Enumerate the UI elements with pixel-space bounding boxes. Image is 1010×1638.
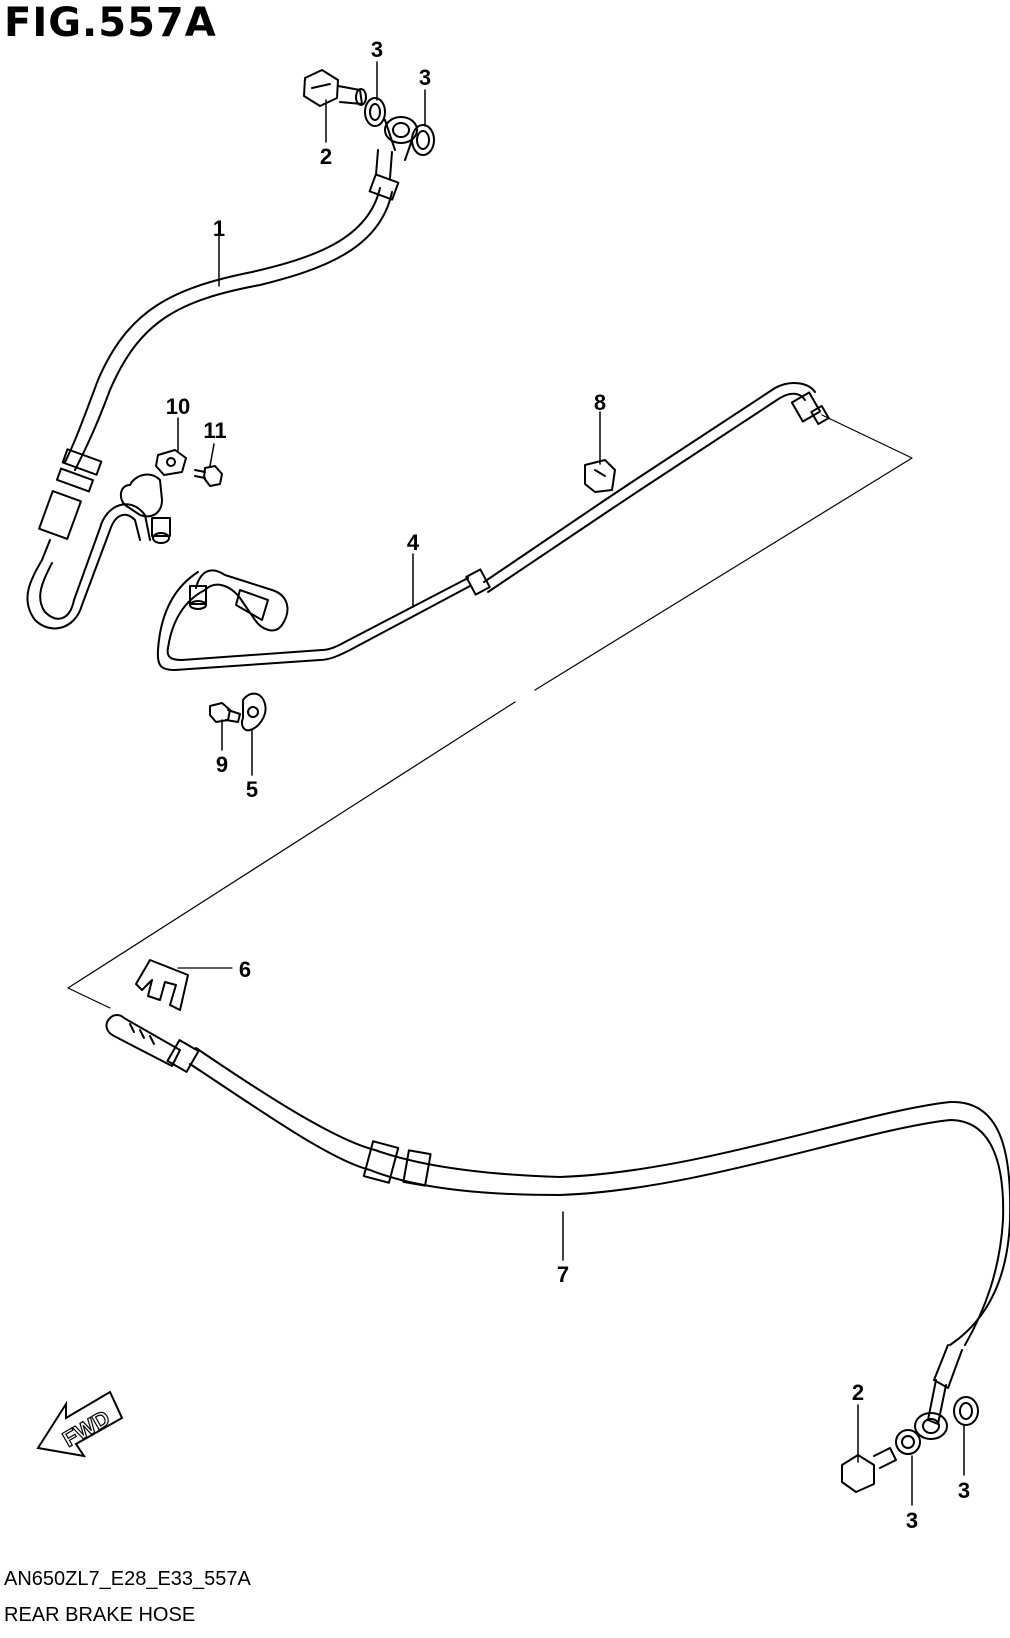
sealing-washer-bottom-b <box>953 1396 979 1426</box>
callout-3-bottom-b: 3 <box>958 1478 970 1503</box>
callout-3-bottom-a: 3 <box>906 1508 918 1533</box>
callout-8: 8 <box>594 390 606 415</box>
callout-7: 7 <box>557 1262 569 1287</box>
bolt-9 <box>209 702 241 723</box>
callout-3-top-b: 3 <box>419 65 431 90</box>
callout-10: 10 <box>166 394 190 419</box>
bolt-11 <box>194 465 223 487</box>
callout-2-top: 2 <box>320 144 332 169</box>
callout-4: 4 <box>407 530 420 555</box>
clamp-8 <box>584 459 616 493</box>
clamp-10 <box>155 449 187 476</box>
leader-lines <box>177 61 965 1506</box>
brake-hose-lower <box>105 1014 1010 1440</box>
brake-pipe <box>156 382 830 671</box>
figure-title: FIG.557A <box>4 0 217 46</box>
callout-9: 9 <box>216 752 228 777</box>
clip-6 <box>135 959 189 1011</box>
clamp-5 <box>240 692 267 732</box>
figure-subtitle: REAR BRAKE HOSE <box>4 1604 196 1626</box>
callout-1: 1 <box>213 216 225 241</box>
sealing-washer-top-a <box>364 97 386 127</box>
callout-6: 6 <box>239 957 251 982</box>
brake-hose-upper <box>26 116 418 630</box>
figure-code: AN650ZL7_E28_E33_557A <box>4 1568 251 1590</box>
sealing-washer-top-b <box>411 124 435 156</box>
guide-lines <box>67 414 913 1009</box>
callout-11: 11 <box>203 418 226 443</box>
sealing-washer-bottom-a <box>895 1429 921 1455</box>
fwd-arrow-icon: FWD <box>36 1390 124 1458</box>
callout-2-bottom: 2 <box>852 1380 864 1405</box>
banjo-bolt-bottom <box>841 1447 897 1493</box>
banjo-bolt-top <box>303 69 367 107</box>
callout-5: 5 <box>246 777 258 802</box>
callout-3-top-a: 3 <box>371 37 383 62</box>
